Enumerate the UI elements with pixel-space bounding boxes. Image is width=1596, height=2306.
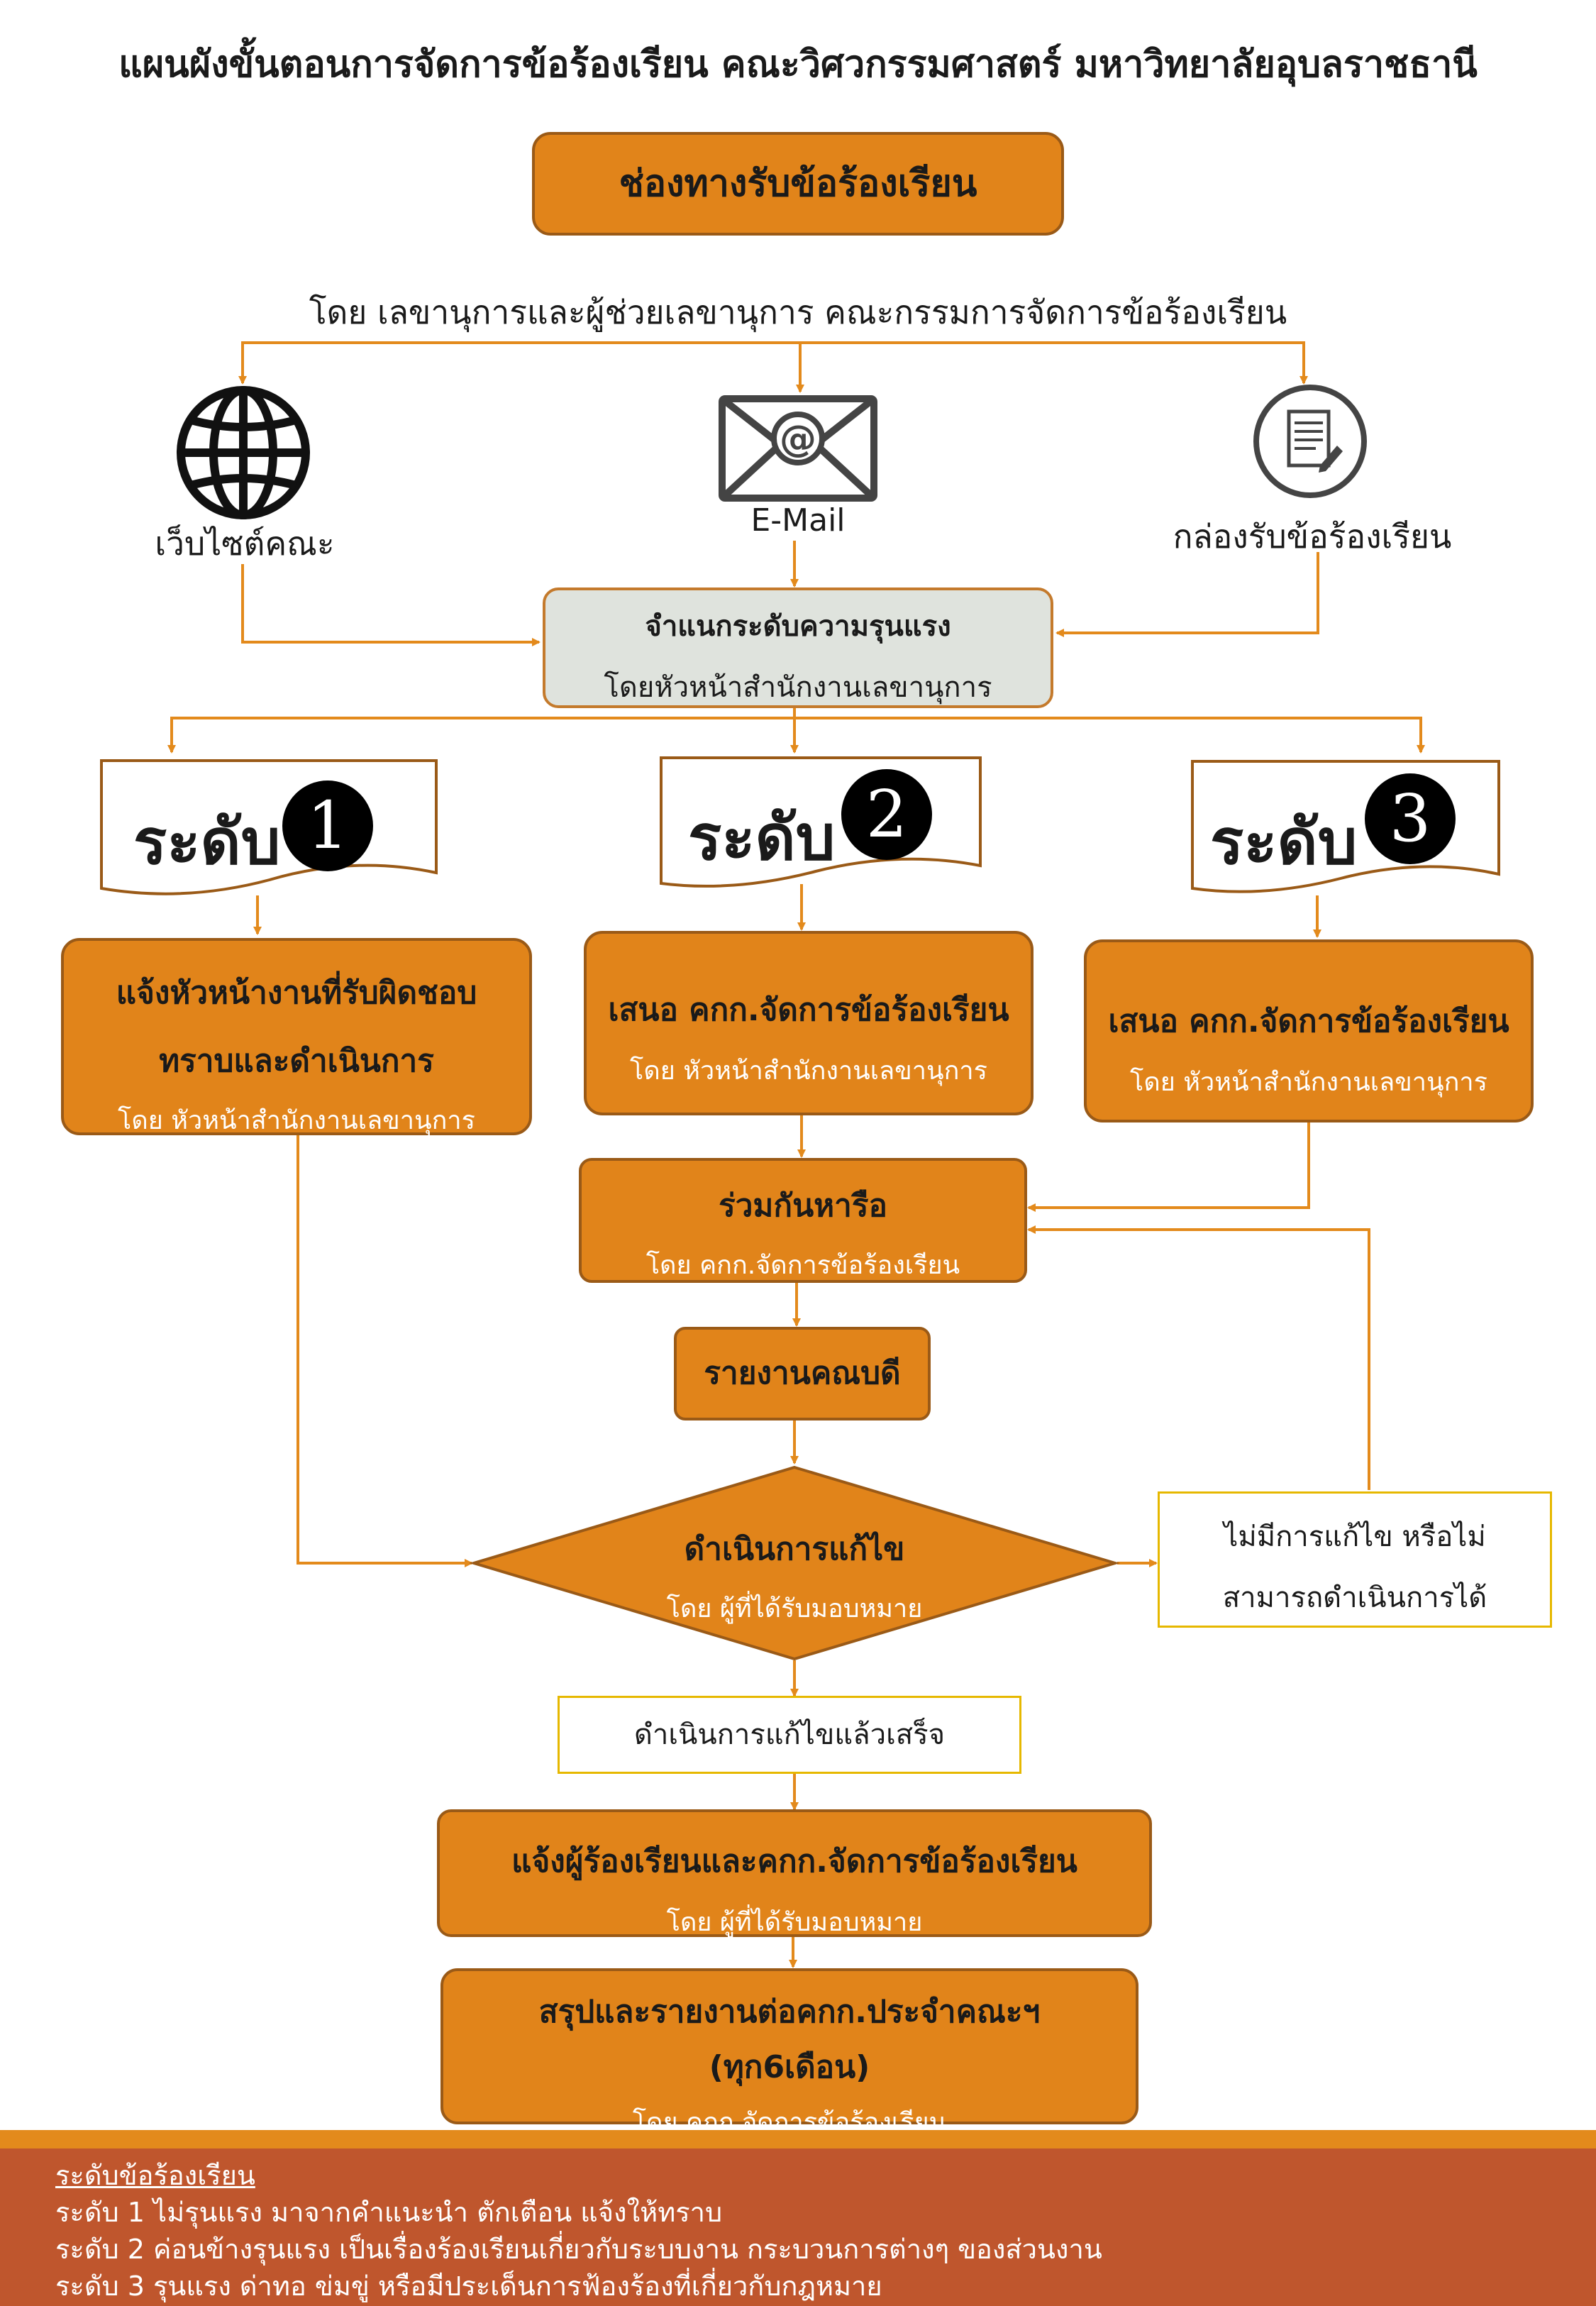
svg-text:@: @: [780, 418, 816, 460]
channels-header-box: ช่องทางรับข้อร้องเรียน: [532, 132, 1064, 236]
action2-main: เสนอ คกก.จัดการข้อร้องเรียน: [608, 992, 1009, 1028]
notify-sub: โดย ผู้ที่ได้รับมอบหมาย: [666, 1908, 923, 1937]
page-title: แผนผังขั้นตอนการจัดการข้อร้องเรียน คณะวิ…: [118, 43, 1478, 86]
arrow-loop-to-joint: [1027, 1225, 1370, 1490]
action3-sub: โดย หัวหน้าสำนักงานเลขานุการ: [1130, 1068, 1487, 1097]
classify-line2: โดยหัวหน้าสำนักงานเลขานุการ: [604, 671, 992, 704]
decision-diamond: [469, 1465, 1120, 1661]
summary-line1: สรุปและรายงานต่อคกก.ประจำคณะฯ: [538, 1994, 1041, 2030]
decision-sub: โดย ผู้ที่ได้รับมอบหมาย: [666, 1594, 923, 1623]
done-label: ดำเนินการแก้ไขแล้วเสร็จ: [633, 1719, 946, 1751]
footer-level3: ระดับ 3 รุนแรง ด่าทอ ข่มขู่ หรือมีประเด็…: [55, 2271, 882, 2302]
channels-header-label: ช่องทางรับข้อร้องเรียน: [619, 162, 977, 205]
level2-number: 2: [841, 769, 932, 860]
footer-level2: ระดับ 2 ค่อนข้างรุนแรง เป็นเรื่องร้องเรี…: [55, 2234, 1102, 2265]
not-fixed-line2: สามารถดำเนินการได้: [1222, 1582, 1487, 1614]
footer-heading: ระดับข้อร้องเรียน: [55, 2160, 255, 2191]
joint-sub: โดย คกก.จัดการข้อร้องเรียน: [645, 1251, 960, 1280]
level2-label: ระดับ: [688, 801, 836, 874]
email-icon: @: [719, 395, 877, 502]
action-level1-box: แจ้งหัวหน้างานที่รับผิดชอบ ทราบและดำเนิน…: [61, 938, 532, 1135]
report-dean-label: รายงานคณบดี: [704, 1355, 901, 1391]
action-level2-box: เสนอ คกก.จัดการข้อร้องเรียน โดย หัวหน้าส…: [584, 931, 1033, 1115]
level3-label: ระดับ: [1210, 805, 1358, 878]
summary-box: สรุปและรายงานต่อคกก.ประจำคณะฯ (ทุก6เดือน…: [440, 1968, 1138, 2137]
joint-discussion-box: ร่วมกันหารือ โดย คกก.จัดการข้อร้องเรียน: [579, 1158, 1027, 1283]
action-level3-box: เสนอ คกก.จัดการข้อร้องเรียน โดย หัวหน้าส…: [1084, 939, 1534, 1122]
report-dean-box: รายงานคณบดี: [674, 1327, 931, 1420]
severity-legend-footer: ระดับข้อร้องเรียน ระดับ 1 ไม่รุนแรง มาจา…: [0, 2148, 1596, 2306]
receiver-line: โดย เลขานุการและผู้ช่วยเลขานุการ คณะกรรม…: [309, 293, 1287, 331]
channel-box-label: กล่องรับข้อร้องเรียน: [1173, 517, 1452, 556]
level3-number: 3: [1365, 773, 1456, 864]
channel-email-label: E-Mail: [750, 502, 846, 539]
arrow-website-to-classify: [241, 564, 541, 646]
arrow-action3-to-joint: [1027, 1122, 1310, 1212]
level1-number: 1: [282, 780, 373, 871]
arrow-action1-to-decision: [297, 1135, 473, 1567]
joint-main: ร่วมกันหารือ: [719, 1188, 887, 1224]
summary-line2: (ทุก6เดือน): [709, 2049, 870, 2085]
level1-label: ระดับ: [133, 805, 281, 878]
not-fixed-box: ไม่มีการแก้ไข หรือไม่ สามารถดำเนินการได้: [1158, 1491, 1552, 1628]
notify-main: แจ้งผู้ร้องเรียนและคกก.จัดการข้อร้องเรีย…: [511, 1843, 1077, 1880]
action3-main: เสนอ คกก.จัดการข้อร้องเรียน: [1108, 1003, 1509, 1039]
decision-text: ดำเนินการแก้ไข โดย ผู้ที่ได้รับมอบหมาย: [582, 1524, 1007, 1628]
action1-sub: โดย หัวหน้าสำนักงานเลขานุการ: [118, 1106, 475, 1135]
globe-icon: [177, 386, 310, 519]
footer-level1: ระดับ 1 ไม่รุนแรง มาจากคำแนะนำ ตักเตือน …: [55, 2197, 723, 2228]
action1-line2: ทราบและดำเนินการ: [159, 1043, 434, 1079]
done-box: ดำเนินการแก้ไขแล้วเสร็จ: [558, 1696, 1021, 1774]
footer-accent-strip: [0, 2130, 1596, 2148]
document-edit-icon: [1253, 385, 1367, 498]
not-fixed-line1: ไม่มีการแก้ไข หรือไม่: [1224, 1521, 1486, 1553]
notify-box: แจ้งผู้ร้องเรียนและคกก.จัดการข้อร้องเรีย…: [437, 1809, 1152, 1937]
classify-line1: จำแนกระดับความรุนแรง: [645, 610, 951, 643]
channel-website-label: เว็บไซต์คณะ: [155, 524, 335, 563]
action1-line1: แจ้งหัวหน้างานที่รับผิดชอบ: [116, 975, 477, 1011]
classify-severity-box: จำแนกระดับความรุนแรง โดยหัวหน้าสำนักงานเ…: [543, 587, 1053, 708]
decision-main: ดำเนินการแก้ไข: [684, 1531, 905, 1567]
action2-sub: โดย หัวหน้าสำนักงานเลขานุการ: [630, 1057, 987, 1086]
arrow-box-to-classify: [1055, 552, 1319, 637]
